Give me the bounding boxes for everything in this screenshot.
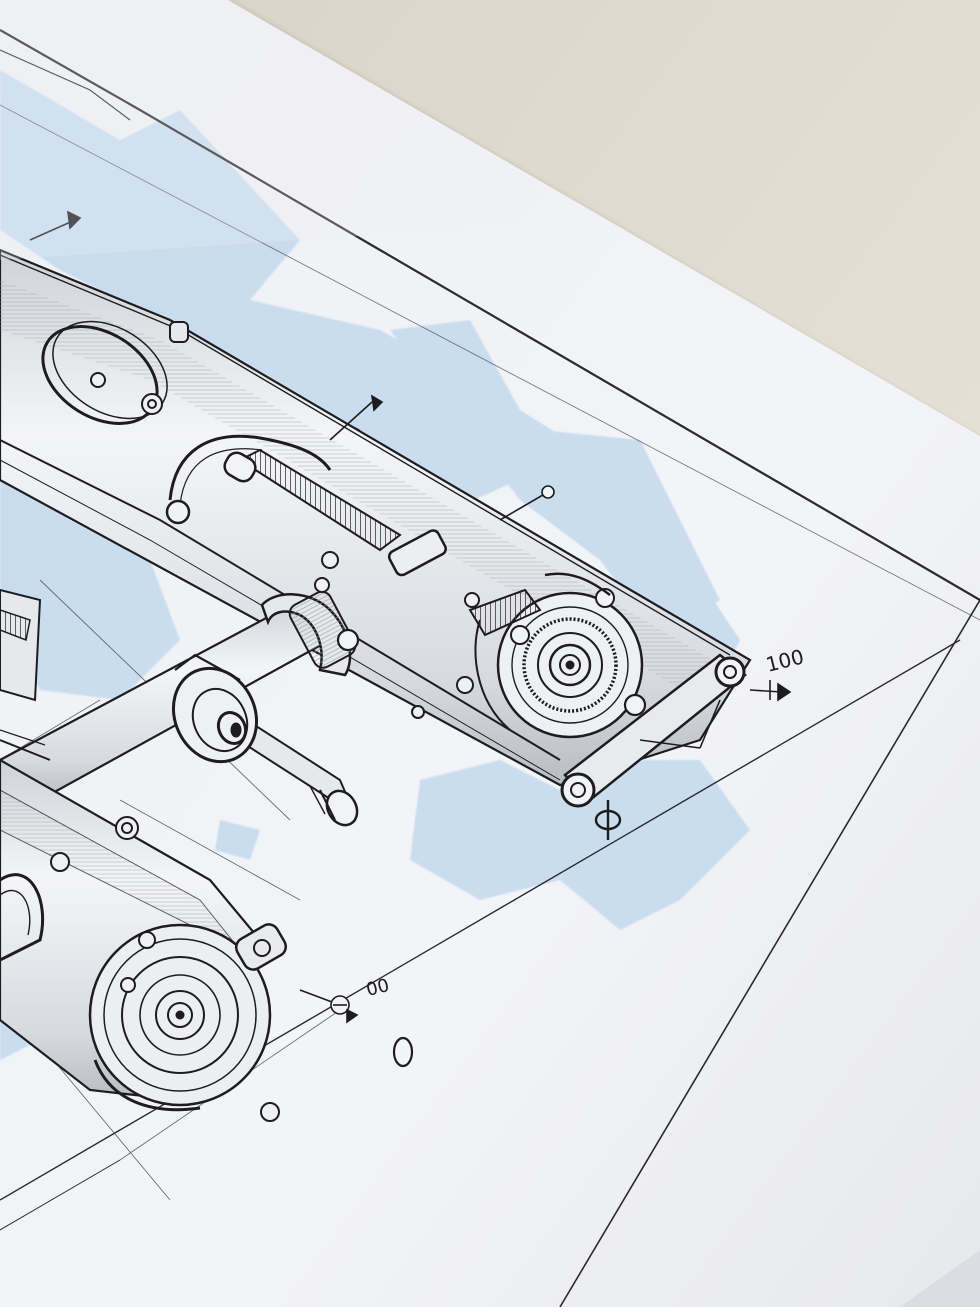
rivets-lower [50,816,280,1122]
lower-bracket [234,923,288,971]
ribbed-handle [165,434,447,577]
dimension-markers [29,210,792,1068]
paper-edge [900,1250,980,1307]
blue-wash [0,70,750,1060]
drawing-frame [0,29,980,1307]
left-rod [0,588,42,702]
end-roller [560,653,747,808]
gear-block [468,572,647,717]
depth-haze [0,0,600,260]
upper-end-disk [474,591,644,739]
bearing-ring [171,653,259,764]
phi-symbol [594,800,622,840]
rivets-upper [90,372,480,719]
coupling-clamp [260,577,360,677]
lower-end-disk [88,923,272,1112]
